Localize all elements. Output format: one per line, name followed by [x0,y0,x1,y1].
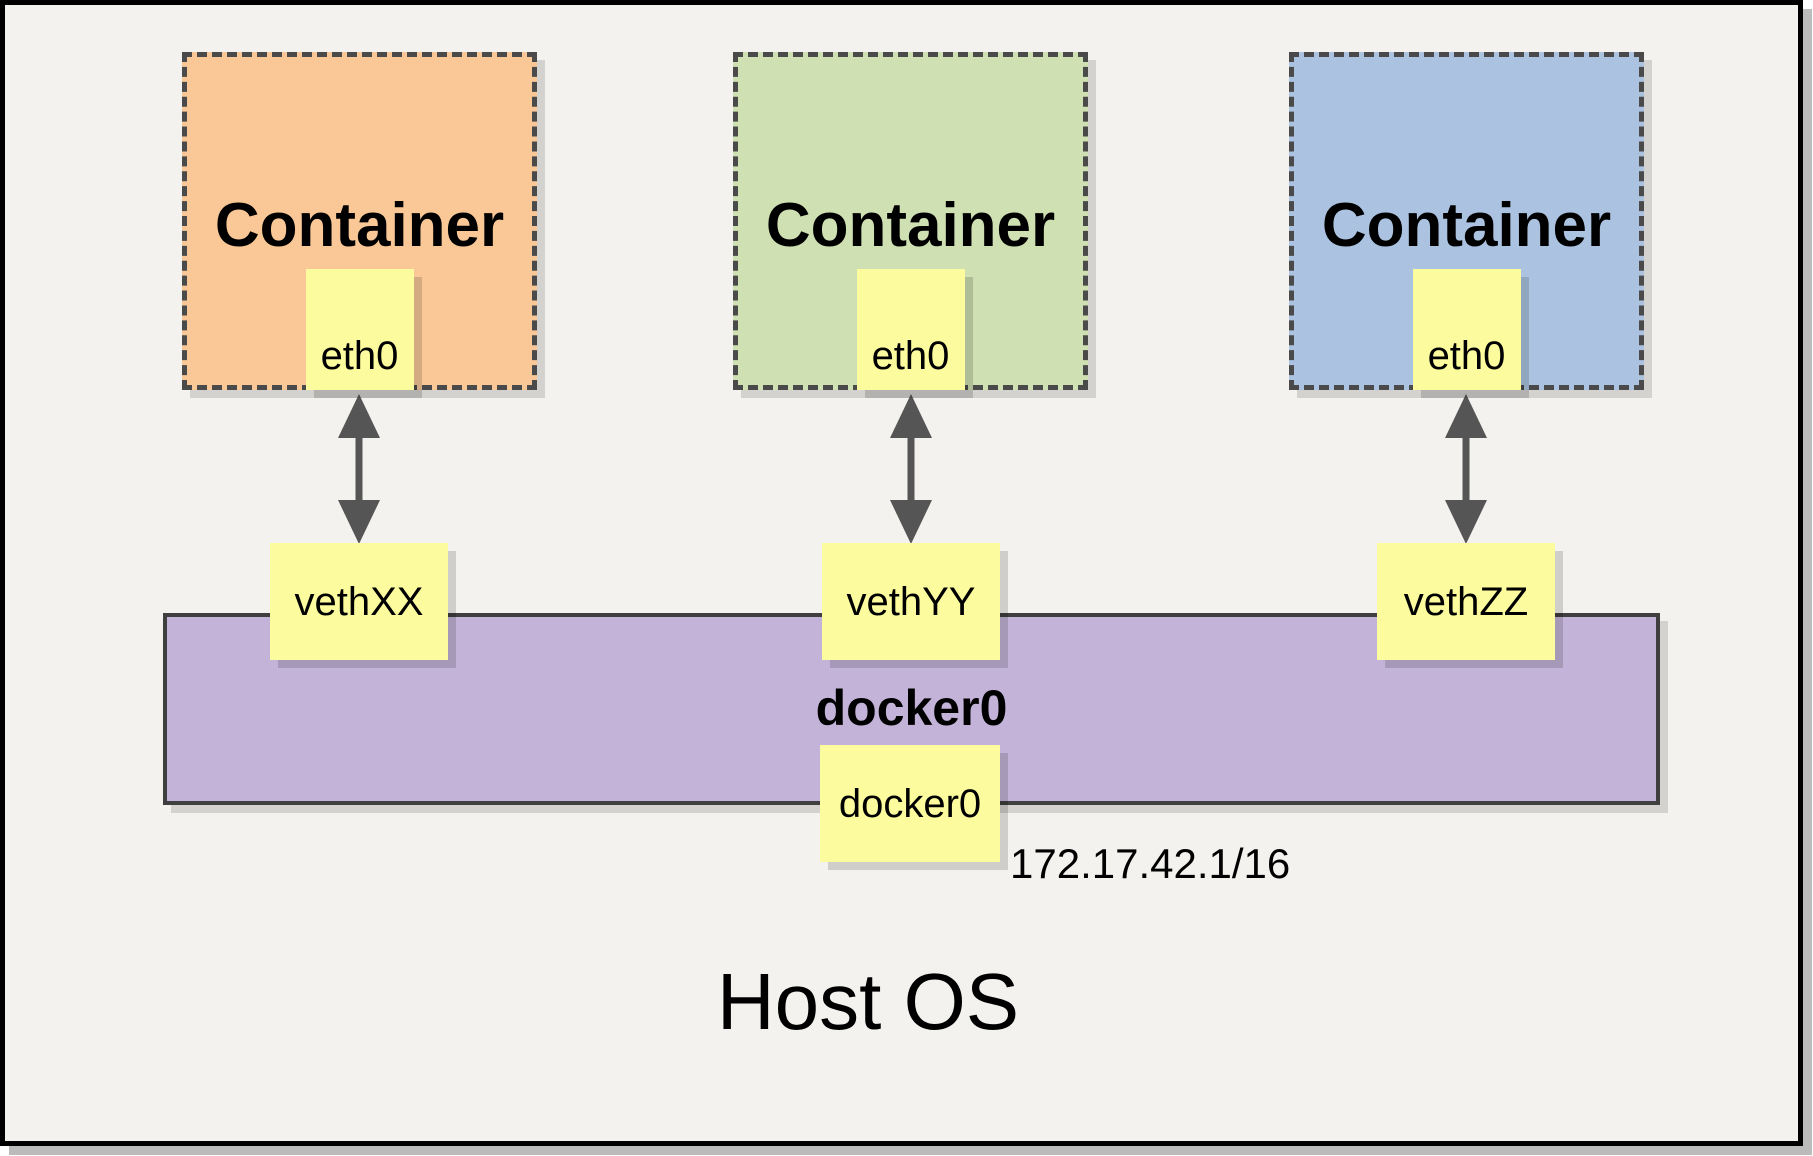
arrowhead-down-icon [1445,500,1487,544]
container-title: Container [214,191,505,260]
vethyy-interface-box: vethYY [822,543,1000,660]
container-box-2: Container eth0 [733,52,1088,390]
eth0-label: eth0 [1427,334,1506,378]
bidirectional-arrow-icon [337,394,381,544]
bridge-ip-address: 172.17.42.1/16 [1010,840,1291,887]
arrow-shaft [1462,428,1470,510]
docker0-label: docker0 [838,781,982,826]
eth0-label: eth0 [871,334,950,378]
vethzz-interface-box: vethZZ [1377,543,1555,660]
container-title: Container [765,191,1056,260]
container-box-3: Container eth0 [1289,52,1644,390]
arrow-shaft [355,428,363,510]
eth0-label: eth0 [320,334,399,378]
container-box-1: Container eth0 [182,52,537,390]
bidirectional-arrow-icon [889,394,933,544]
bidirectional-arrow-icon [1444,394,1488,544]
eth0-interface-box: eth0 [856,269,965,390]
docker0-interface-box: docker0 [820,745,1000,862]
docker0-bridge-title: docker0 [815,680,1008,736]
vethxx-label: vethXX [294,579,424,624]
vethzz-label: vethZZ [1403,579,1529,624]
eth0-interface-box: eth0 [1412,269,1521,390]
eth0-interface-box: eth0 [305,269,414,390]
arrowhead-down-icon [890,500,932,544]
arrow-shaft [907,428,915,510]
vethyy-label: vethYY [846,579,976,624]
arrowhead-down-icon [338,500,380,544]
vethxx-interface-box: vethXX [270,543,448,660]
host-os-title: Host OS [716,957,1020,1046]
container-title: Container [1321,191,1612,260]
